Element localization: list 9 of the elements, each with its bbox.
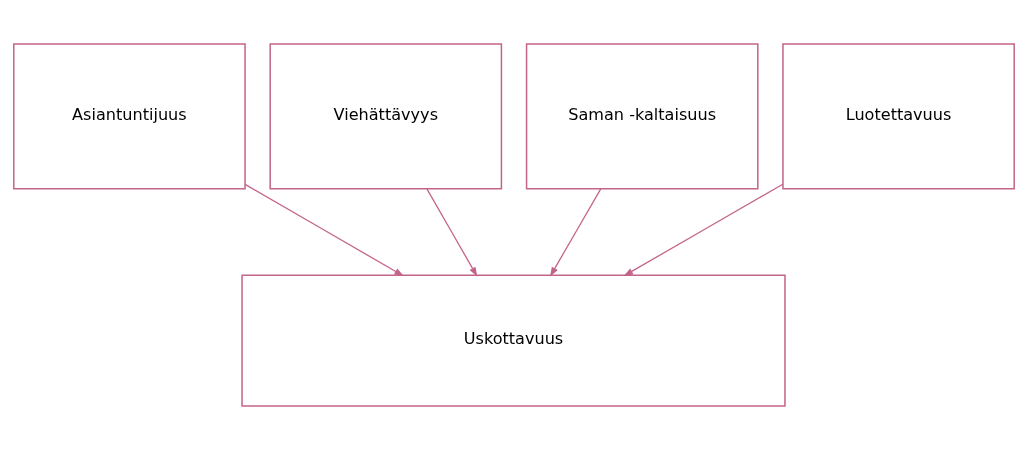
arrow bbox=[622, 183, 783, 277]
node-box: Luotettavuus bbox=[781, 43, 1015, 190]
node-box: Viehättävyys bbox=[268, 43, 502, 190]
arrow bbox=[244, 183, 404, 277]
node-box: Saman -kaltaisuus bbox=[525, 43, 759, 190]
node-box: Asiantuntijuus bbox=[12, 43, 246, 190]
node-box: Uskottavuus bbox=[240, 274, 786, 407]
arrow bbox=[549, 188, 601, 277]
arrow bbox=[425, 188, 477, 277]
